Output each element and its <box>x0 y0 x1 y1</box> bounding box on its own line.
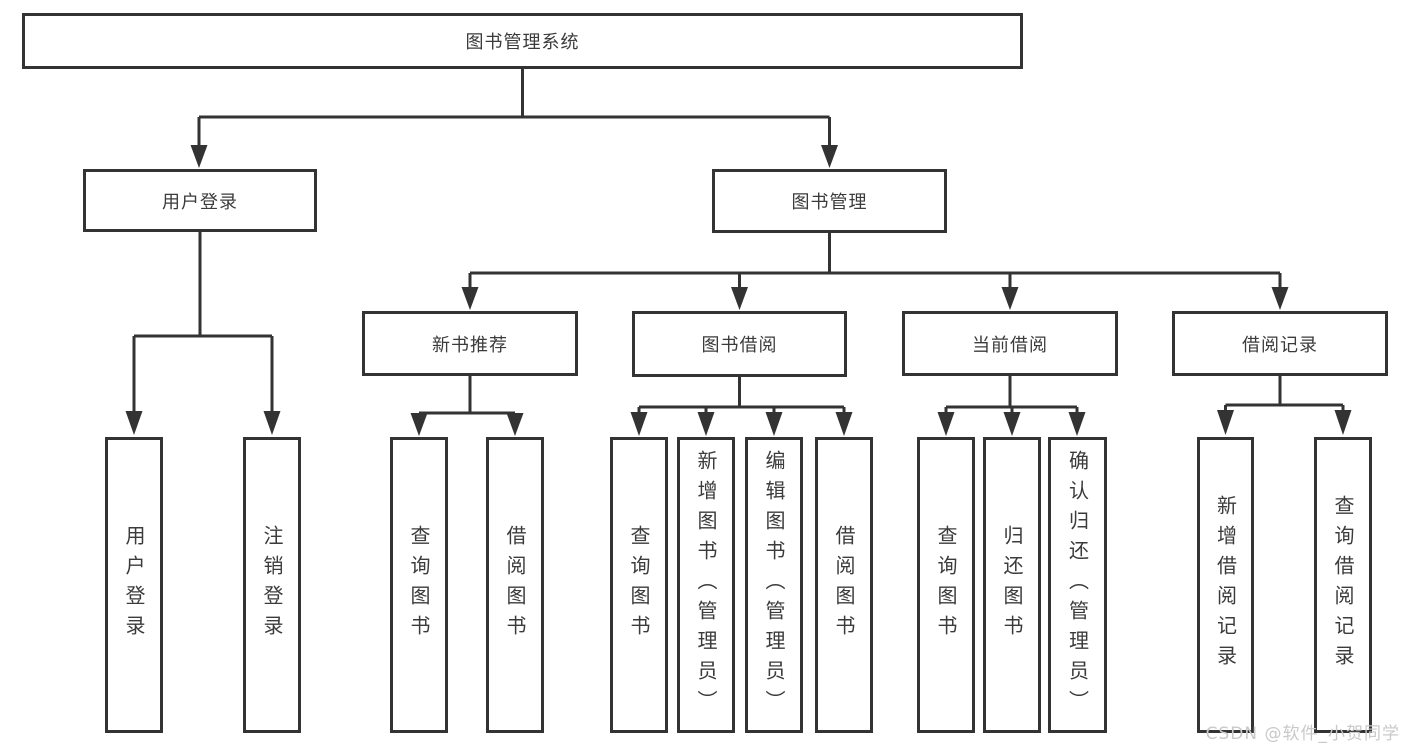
leaf-borrow-books-borrowing-label: 借阅图书 <box>832 525 856 645</box>
leaf-query-borrow-record: 查询借阅记录 <box>1314 437 1372 733</box>
node-library-system: 图书管理系统 <box>22 13 1023 69</box>
leaf-borrow-books-recommend: 借阅图书 <box>486 437 544 733</box>
leaf-query-books-recommend-label: 查询图书 <box>407 525 431 645</box>
leaf-edit-books-admin-label: 编辑图书（管理员） <box>762 450 786 720</box>
node-user-login-label: 用户登录 <box>162 191 238 213</box>
node-library-system-label: 图书管理系统 <box>465 32 580 53</box>
node-book-borrowing-label: 图书借阅 <box>701 335 778 356</box>
leaf-edit-books-admin: 编辑图书（管理员） <box>745 437 803 733</box>
leaf-query-borrow-record-label: 查询借阅记录 <box>1331 495 1355 675</box>
node-borrowing-records: 借阅记录 <box>1172 311 1388 376</box>
arrowheads <box>125 145 1352 436</box>
csdn-watermark: CSDN @软件_小贺同学 <box>1205 724 1400 744</box>
leaf-query-books-borrowing: 查询图书 <box>610 437 668 733</box>
leaf-borrow-books-borrowing: 借阅图书 <box>815 437 873 733</box>
leaf-add-books-admin: 新增图书（管理员） <box>677 437 735 733</box>
leaf-user-login: 用户登录 <box>105 437 163 733</box>
leaf-return-books-label: 归还图书 <box>1000 525 1024 645</box>
node-new-book-recommendation-label: 新书推荐 <box>432 334 508 356</box>
leaf-logout-label: 注销登录 <box>260 525 284 645</box>
leaf-borrow-books-recommend-label: 借阅图书 <box>503 525 527 645</box>
node-current-borrowing-label: 当前借阅 <box>972 334 1048 356</box>
node-book-management: 图书管理 <box>712 169 947 233</box>
leaf-query-books-current: 查询图书 <box>917 437 975 733</box>
node-book-management-label: 图书管理 <box>791 192 868 213</box>
leaf-query-books-recommend: 查询图书 <box>390 437 448 733</box>
leaf-query-books-borrowing-label: 查询图书 <box>627 525 651 645</box>
leaf-confirm-return-admin: 确认归还（管理员） <box>1048 437 1107 733</box>
leaf-logout: 注销登录 <box>243 437 301 733</box>
node-new-book-recommendation: 新书推荐 <box>362 311 578 376</box>
leaf-return-books: 归还图书 <box>983 437 1041 733</box>
leaf-query-books-current-label: 查询图书 <box>934 525 958 645</box>
leaf-add-borrow-record: 新增借阅记录 <box>1197 437 1254 733</box>
leaf-confirm-return-admin-label: 确认归还（管理员） <box>1065 450 1090 720</box>
node-user-login: 用户登录 <box>83 169 317 232</box>
node-current-borrowing: 当前借阅 <box>902 311 1118 376</box>
node-borrowing-records-label: 借阅记录 <box>1242 334 1318 356</box>
leaf-add-books-admin-label: 新增图书（管理员） <box>694 450 718 720</box>
leaf-user-login-label: 用户登录 <box>122 525 146 645</box>
node-book-borrowing: 图书借阅 <box>632 311 847 377</box>
leaf-add-borrow-record-label: 新增借阅记录 <box>1213 495 1238 675</box>
